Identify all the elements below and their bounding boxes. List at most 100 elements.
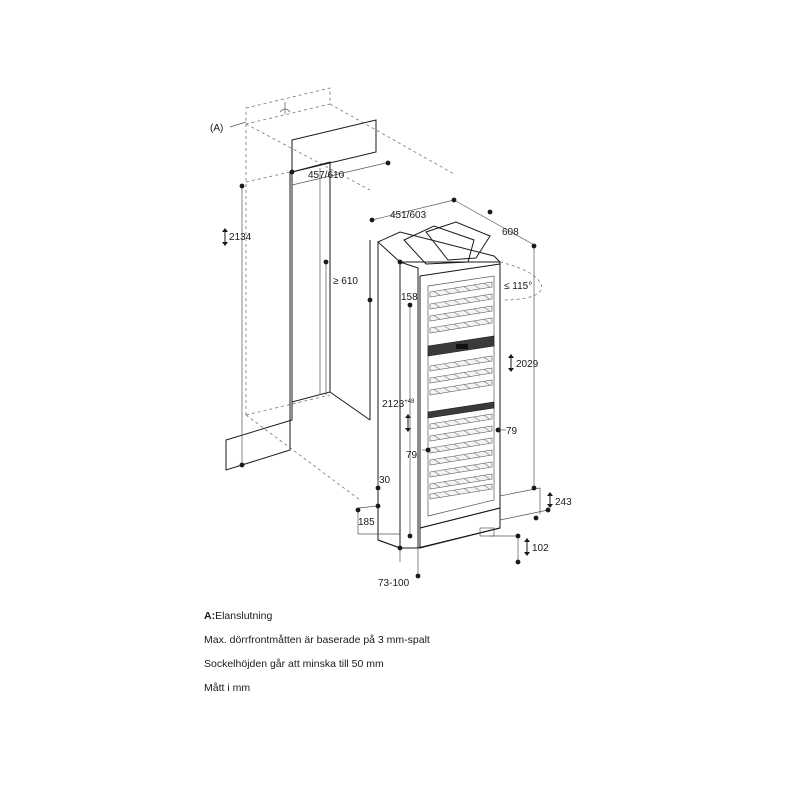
- notes-section: A:Elanslutning Max. dörrfrontmåtten är b…: [204, 604, 624, 700]
- note-line-4: Mått i mm: [204, 682, 251, 694]
- wine-shelf: [429, 473, 493, 490]
- wine-bottle-line: [443, 375, 451, 380]
- wine-bottle-line: [473, 358, 481, 364]
- wine-shelf: [429, 483, 493, 500]
- wine-bottle-line: [433, 303, 441, 308]
- wine-bottle-line: [443, 491, 451, 496]
- wine-bottle-line: [433, 389, 441, 394]
- wine-shelf: [429, 305, 493, 322]
- dim-niche-height-range-value: 2123: [382, 399, 405, 410]
- wine-bottle-line: [453, 311, 461, 317]
- wine-bottle-line: [473, 486, 481, 492]
- wine-bottle-line: [473, 416, 481, 422]
- niche-side-panel: [225, 119, 377, 471]
- height-arrows: [222, 228, 553, 556]
- wine-bottle-line: [453, 489, 461, 495]
- wine-bottle-line: [443, 325, 451, 330]
- wine-bottle-line: [463, 466, 471, 471]
- wine-bottle-line: [463, 322, 471, 327]
- wine-bottle-line: [483, 295, 491, 300]
- wine-bottle-line: [463, 286, 471, 291]
- dim-niche-height-range-tolerance: +48: [404, 399, 415, 405]
- wine-bottle-line: [443, 387, 451, 392]
- wine-bottle-line: [443, 481, 451, 486]
- wine-bottle-line: [473, 476, 481, 482]
- dim-niche-depth: 457/610: [308, 170, 345, 181]
- wine-bottle-line: [483, 439, 491, 444]
- dimension-markers: [239, 160, 551, 579]
- wine-bottle-line: [483, 369, 491, 374]
- wine-bottle-line: [473, 428, 481, 434]
- wine-bottle-line: [453, 431, 461, 437]
- dim-foot-height: 102: [532, 543, 549, 554]
- note-line-1: Elanslutning: [215, 610, 273, 622]
- wine-bottle-line: [483, 307, 491, 312]
- wine-bottle-line: [433, 365, 441, 370]
- wine-shelf: [429, 413, 493, 430]
- wine-bottle-line: [483, 381, 491, 386]
- note-line-3: Sockelhöjden går att minska till 50 mm: [204, 658, 384, 670]
- wine-bottle-line: [443, 445, 451, 450]
- dim-plinth-ventilation: 243: [555, 497, 572, 508]
- wine-shelf: [429, 281, 493, 298]
- wine-bottle-line: [463, 442, 471, 447]
- wine-bottle-line: [473, 320, 481, 326]
- wine-bottle-line: [433, 483, 441, 488]
- wine-bottle-line: [483, 319, 491, 324]
- wine-bottle-line: [483, 475, 491, 480]
- wine-shelf: [429, 317, 493, 334]
- wine-bottle-line: [473, 370, 481, 376]
- wine-bottle-line: [483, 357, 491, 362]
- wine-bottle-line: [473, 296, 481, 302]
- note-power-connection: A:Elanslutning: [204, 604, 624, 628]
- niche-outline: [245, 103, 455, 501]
- wine-bottle-line: [443, 289, 451, 294]
- wine-bottle-line: [443, 433, 451, 438]
- wine-bottle-line: [453, 323, 461, 329]
- dim-door-swing-depth: 608: [502, 227, 519, 238]
- wine-bottle-line: [433, 459, 441, 464]
- dim-niche-height: 2134: [229, 232, 252, 243]
- wine-bottle-line: [463, 454, 471, 459]
- dim-kick-depth: 30: [379, 475, 391, 486]
- wine-bottle-line: [453, 479, 461, 485]
- wine-bottle-line: [463, 384, 471, 389]
- wine-bottle-line: [443, 457, 451, 462]
- wine-shelf: [429, 355, 493, 372]
- wine-bottle-line: [433, 291, 441, 296]
- wine-shelf: [429, 461, 493, 478]
- wine-bottle-line: [453, 443, 461, 449]
- wine-bottle-line: [433, 423, 441, 428]
- wine-bottle-line: [473, 440, 481, 446]
- wine-bottle-line: [483, 485, 491, 490]
- wine-bottle-line: [463, 310, 471, 315]
- wine-bottle-line: [483, 427, 491, 432]
- power-connection-box: [229, 87, 331, 128]
- wine-shelves: [429, 281, 493, 500]
- wine-bottle-line: [483, 415, 491, 420]
- wine-bottle-line: [433, 471, 441, 476]
- wine-bottle-line: [463, 430, 471, 435]
- wine-shelf: [429, 425, 493, 442]
- wine-shelf: [429, 379, 493, 396]
- note-line-2: Max. dörrfrontmåtten är baserade på 3 mm…: [204, 634, 430, 646]
- wine-bottle-line: [473, 284, 481, 290]
- wine-bottle-line: [453, 455, 461, 461]
- wine-bottle-line: [463, 360, 471, 365]
- wine-shelf: [429, 449, 493, 466]
- door-swing-arc: [499, 261, 543, 301]
- wine-bottle-line: [443, 301, 451, 306]
- wine-bottle-line: [483, 451, 491, 456]
- wine-bottle-line: [433, 377, 441, 382]
- dimension-lines: [241, 161, 549, 576]
- wine-bottle-line: [463, 298, 471, 303]
- wine-bottle-line: [453, 419, 461, 425]
- wine-bottle-line: [483, 283, 491, 288]
- wine-bottle-line: [443, 469, 451, 474]
- wine-shelf: [429, 437, 493, 454]
- wine-bottle-line: [453, 467, 461, 473]
- wine-bottle-line: [463, 418, 471, 423]
- note-label-a: A:: [204, 610, 216, 622]
- callout-a-label: (A): [210, 123, 223, 134]
